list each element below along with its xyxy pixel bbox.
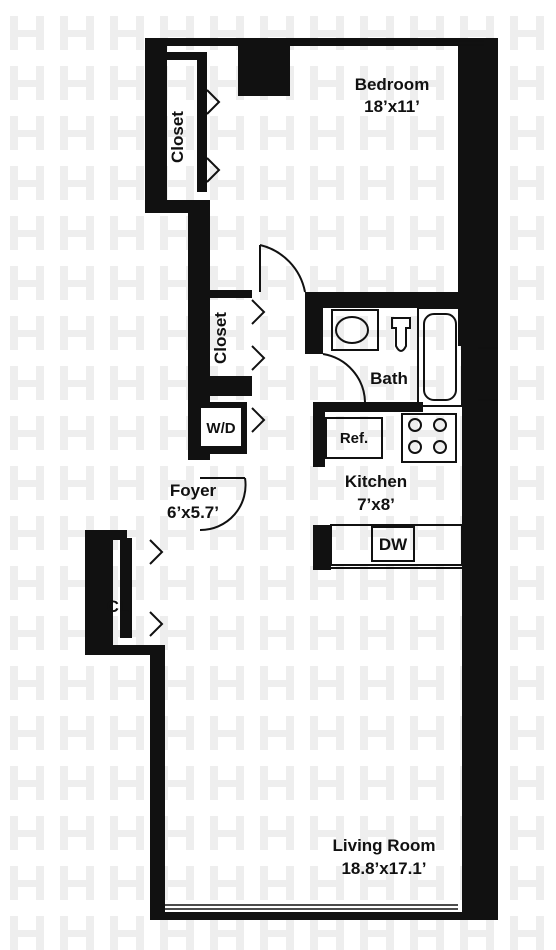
bedroom-name: Bedroom — [355, 75, 430, 94]
kitchen-fixtures — [325, 413, 463, 569]
bath-door-arc — [322, 353, 366, 403]
hall-closet-label: Closet — [211, 312, 230, 364]
living-room-dims: 18.8’x17.1’ — [341, 859, 426, 878]
foyer-dims: 6’x5.7’ — [167, 503, 219, 522]
hall-door-arc — [259, 244, 306, 293]
stove — [401, 413, 457, 463]
coat-closet-label: CL — [107, 597, 130, 616]
walls — [85, 38, 498, 920]
windows — [165, 40, 498, 910]
doors — [149, 89, 306, 637]
bathtub — [417, 307, 463, 407]
bath-fixtures — [322, 307, 463, 407]
washer-dryer-unit — [195, 402, 247, 454]
refrigerator — [325, 417, 383, 459]
foyer-door-arc — [199, 477, 247, 532]
dishwasher — [371, 526, 415, 562]
sink — [331, 309, 379, 351]
kitchen-dims: 7’x8’ — [357, 495, 395, 514]
dishwasher-label: DW — [379, 535, 408, 554]
foyer-name: Foyer — [170, 481, 217, 500]
bedroom-closet-label: Closet — [168, 111, 187, 163]
toilet — [391, 317, 411, 352]
bedroom-dims: 18’x11’ — [364, 97, 420, 116]
washer-dryer-label: W/D — [206, 420, 235, 437]
kitchen-name: Kitchen — [345, 472, 407, 491]
living-room-name: Living Room — [333, 836, 436, 855]
counter — [330, 524, 463, 566]
bath-name: Bath — [370, 369, 408, 388]
refrigerator-label: Ref. — [340, 430, 368, 447]
